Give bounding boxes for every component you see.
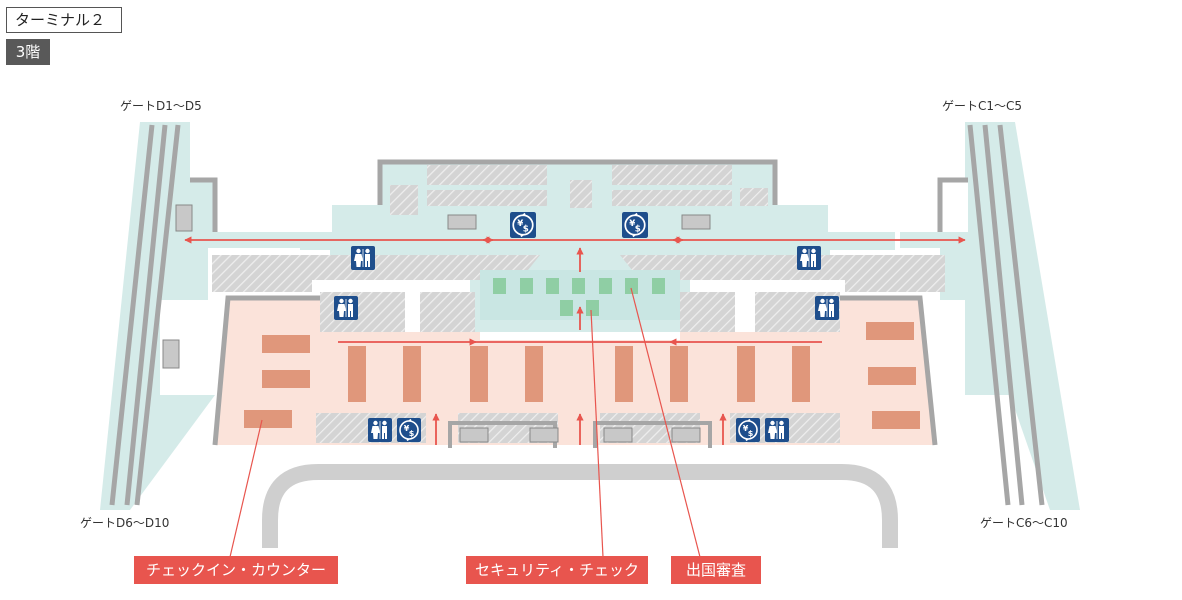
immigration-booth	[599, 278, 612, 294]
callout-leaders	[229, 287, 701, 558]
callout-security-check: セキュリティ・チェック	[466, 556, 648, 584]
escalator-icon	[603, 427, 633, 443]
escalator-icon	[447, 214, 477, 230]
checkin-counter	[525, 346, 543, 402]
checkin-counter	[262, 335, 310, 353]
checkin-counter	[866, 322, 914, 340]
immigration-booth	[652, 278, 665, 294]
escalators	[162, 204, 711, 443]
curbside-road	[262, 464, 898, 548]
restroom-icon	[368, 418, 392, 442]
floor-badge: 3階	[6, 39, 50, 65]
left-pier	[100, 122, 300, 510]
restroom-icon	[797, 246, 821, 270]
immigration-booth	[493, 278, 506, 294]
checkin-counters	[244, 322, 920, 429]
gate-label-d1-d5: ゲートD1〜D5	[120, 99, 202, 113]
checkin-counter	[737, 346, 755, 402]
checkin-counter	[262, 370, 310, 388]
security-lane	[586, 300, 599, 316]
escalator-icon	[175, 204, 193, 232]
gate-label-d6-d10: ゲートD6〜D10	[80, 516, 170, 530]
immigration-booth	[520, 278, 533, 294]
checkin-counter	[470, 346, 488, 402]
escalator-icon	[162, 339, 180, 369]
currency-exchange-icon	[736, 418, 760, 442]
security-lane	[560, 300, 573, 316]
restroom-icon	[815, 296, 839, 320]
flow-arrows	[184, 236, 966, 445]
immigration-booth	[572, 278, 585, 294]
immigration-booth	[625, 278, 638, 294]
escalator-icon	[681, 214, 711, 230]
currency-exchange-icon	[622, 212, 648, 238]
immigration-booth	[546, 278, 559, 294]
service-blocks	[212, 255, 945, 332]
gate-label-c1-c5: ゲートC1〜C5	[942, 99, 1023, 113]
airside-hall	[300, 159, 895, 332]
checkin-counter	[615, 346, 633, 402]
checkin-counter	[403, 346, 421, 402]
escalator-icon	[529, 427, 559, 443]
restroom-icon	[334, 296, 358, 320]
terminal-title: ターミナル２	[6, 7, 122, 33]
immigration-booths	[493, 278, 665, 316]
checkin-counter	[868, 367, 916, 385]
escalator-icon	[459, 427, 489, 443]
restroom-icon	[765, 418, 789, 442]
callout-checkin-counter: チェックイン・カウンター	[134, 556, 338, 584]
checkin-counter	[670, 346, 688, 402]
gate-label-c6-c10: ゲートC6〜C10	[980, 516, 1068, 530]
checkin-counter	[872, 411, 920, 429]
currency-exchange-icon	[397, 418, 421, 442]
escalator-icon	[671, 427, 701, 443]
callout-immigration: 出国審査	[671, 556, 761, 584]
checkin-counter	[792, 346, 810, 402]
checkin-counter	[244, 410, 292, 428]
restroom-icon	[351, 246, 375, 270]
checkin-counter	[348, 346, 366, 402]
right-pier	[900, 122, 1080, 510]
currency-exchange-icon	[510, 212, 536, 238]
